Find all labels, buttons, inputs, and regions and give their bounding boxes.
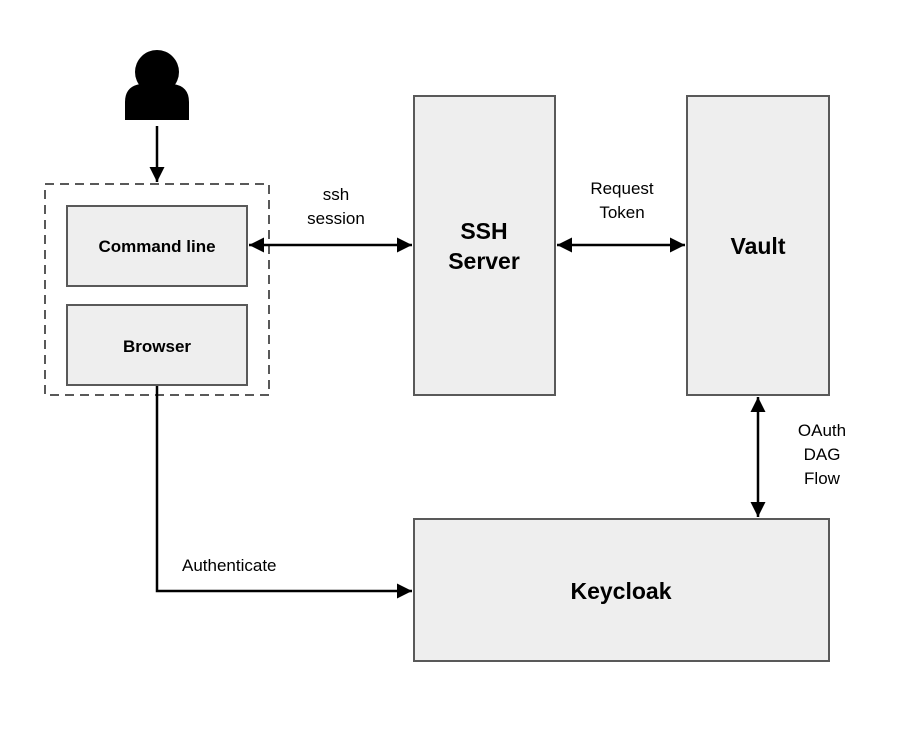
request-token-label-line1: Request xyxy=(590,179,654,198)
authenticate-label: Authenticate xyxy=(182,556,277,575)
vault-box xyxy=(686,95,830,396)
user-icon xyxy=(125,50,189,120)
oauth-label-line1: OAuth xyxy=(798,421,846,440)
request-token-label-line2: Token xyxy=(599,203,644,222)
ssh-session-label-line2: session xyxy=(307,209,365,228)
authenticate-arrow xyxy=(155,386,412,599)
ssh-session-label-line1: ssh xyxy=(323,185,349,204)
oauth-label-line2: DAG xyxy=(804,445,841,464)
keycloak-label: Keycloak xyxy=(570,578,671,604)
ssh-server-label-line2: Server xyxy=(448,248,520,274)
browser-label: Browser xyxy=(123,337,191,356)
command-line-label: Command line xyxy=(98,237,215,256)
keycloak-box xyxy=(413,518,830,662)
ssh-server-label-line1: SSH xyxy=(460,218,507,244)
ssh-server-box xyxy=(413,95,556,396)
command-line-box xyxy=(66,205,248,287)
oauth-label-line3: Flow xyxy=(804,469,841,488)
browser-box xyxy=(66,304,248,386)
vault-label: Vault xyxy=(731,233,786,259)
